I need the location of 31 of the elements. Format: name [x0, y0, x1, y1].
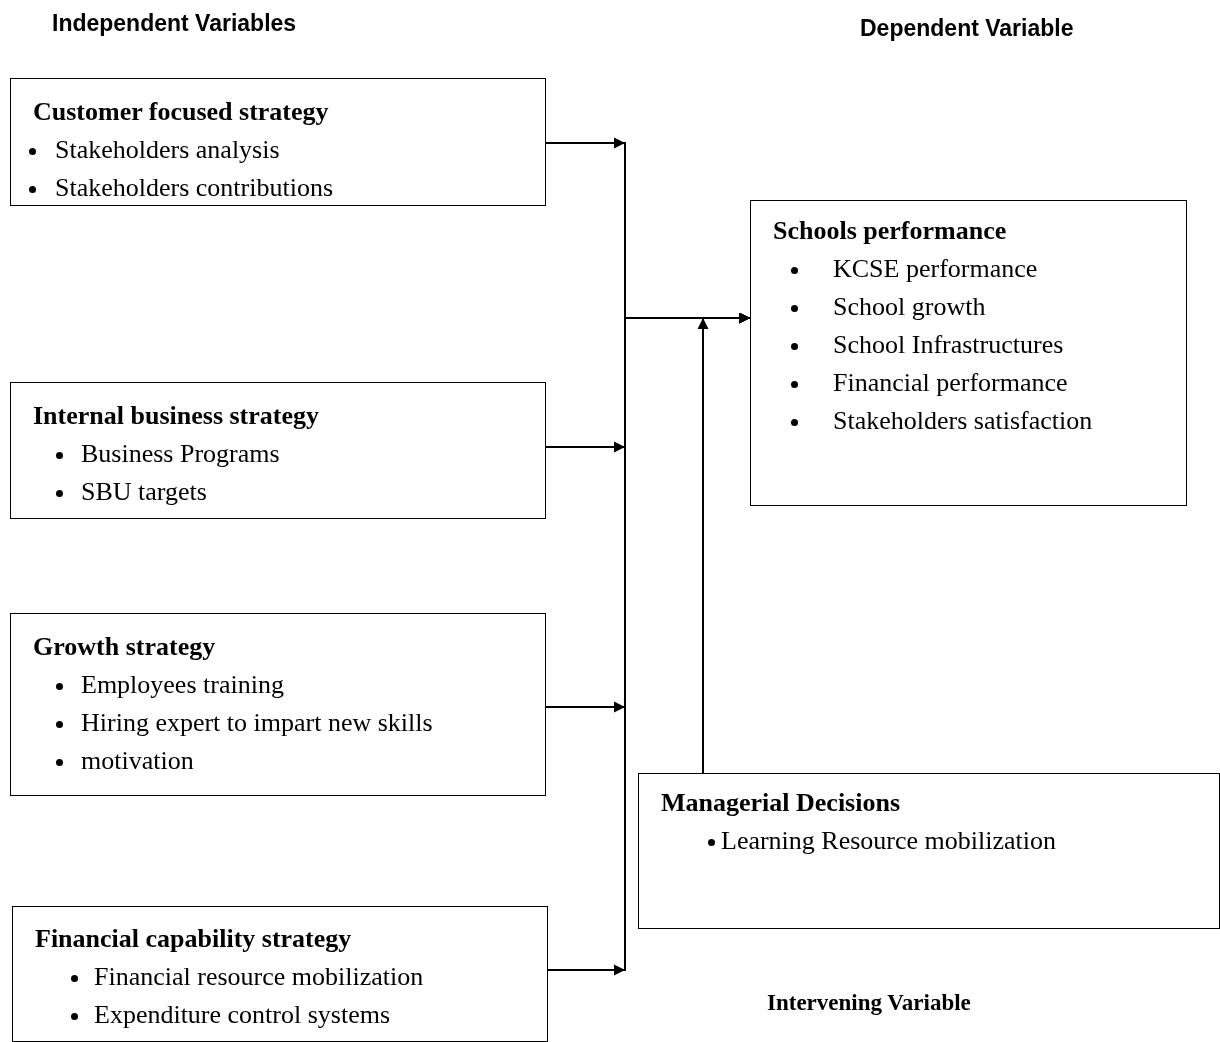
variable-type-label: Dependent Variable — [860, 15, 1074, 42]
variable-box — [12, 906, 548, 1042]
list-item: Stakeholders analysis — [55, 134, 280, 166]
variable-type-label: Independent Variables — [52, 10, 297, 37]
variable-box — [750, 200, 1187, 506]
variable-box — [10, 382, 546, 519]
list-item: Financial performance — [833, 367, 1068, 399]
list-item: Employees training — [81, 669, 284, 701]
variable-box — [638, 773, 1220, 929]
list-item: KCSE performance — [833, 253, 1038, 285]
list-item: Learning Resource mobilization — [721, 825, 1056, 857]
variable-box — [10, 613, 546, 796]
box-heading: Schools performance — [773, 215, 1007, 247]
list-item: School growth — [833, 291, 986, 323]
variable-type-label: Intervening Variable — [767, 990, 971, 1016]
box-heading: Managerial Decisions — [661, 787, 901, 819]
box-heading: Financial capability strategy — [35, 923, 352, 955]
variable-box — [10, 78, 546, 206]
box-heading: Internal business strategy — [33, 400, 319, 432]
list-item: Stakeholders contributions — [55, 172, 333, 204]
arrow — [697, 312, 751, 774]
list-item: SBU targets — [81, 476, 207, 508]
list-item: motivation — [81, 745, 194, 777]
list-item: Business Programs — [81, 438, 280, 470]
list-item: Hiring expert to impart new skills — [81, 707, 433, 739]
list-item: Stakeholders satisfaction — [833, 405, 1093, 437]
list-item: School Infrastructures — [833, 329, 1064, 361]
box-heading: Customer focused strategy — [33, 96, 329, 128]
list-item: Expenditure control systems — [94, 999, 391, 1031]
list-item: Financial resource mobilization — [94, 961, 424, 993]
box-heading: Growth strategy — [33, 631, 216, 663]
